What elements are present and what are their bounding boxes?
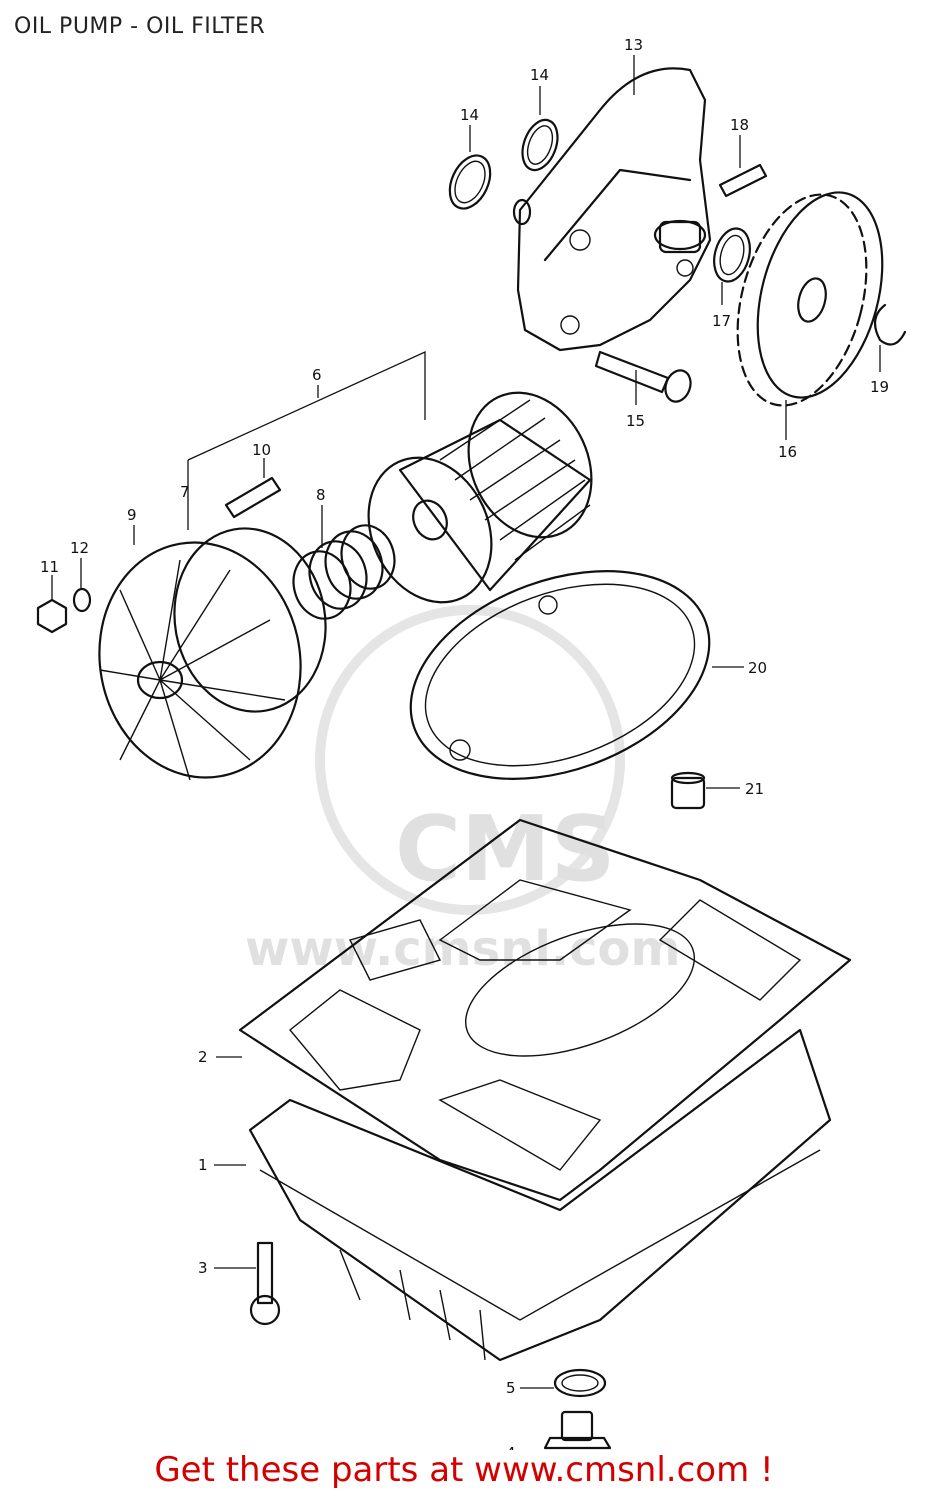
- exploded-parts-diagram: CMS www.cmsnl.com: [36, 36, 907, 1450]
- plug-21: [670, 771, 706, 810]
- watermark-logo: CMS: [395, 797, 615, 902]
- washer-12: [72, 587, 92, 613]
- bolt-15: [594, 350, 692, 403]
- callout-19: 19: [870, 378, 889, 396]
- callout-18: 18: [730, 116, 749, 134]
- spring-8: [292, 524, 396, 620]
- callout-2: 2: [198, 1048, 208, 1066]
- get-parts-link[interactable]: Get these parts at www.cmsnl.com !: [154, 1450, 774, 1490]
- callout-7: 7: [180, 483, 190, 501]
- drain-plug-4: [543, 1410, 612, 1450]
- callout-8: 8: [316, 486, 326, 504]
- oil-pump-body: [512, 67, 712, 352]
- callout-5: 5: [506, 1379, 516, 1397]
- callout-4: 4: [506, 1444, 516, 1450]
- oil-pan-1: [248, 1028, 832, 1362]
- o-ring-7: [173, 527, 327, 713]
- callout-10: 10: [252, 441, 271, 459]
- watermark: CMS www.cmsnl.com: [245, 605, 681, 977]
- callout-20: 20: [748, 659, 767, 677]
- o-ring-14a: [521, 118, 559, 172]
- oil-filter-element-6: [367, 391, 593, 604]
- bolt-3: [249, 1241, 281, 1326]
- callout-14b: 14: [460, 106, 479, 124]
- callout-15: 15: [626, 412, 645, 430]
- callout-labels: 1 2 3 4 5 6 7 8 9 10 11 12 13 14 14 15 1…: [40, 36, 889, 1450]
- circlip-19: [873, 303, 907, 346]
- pin-10: [224, 476, 282, 519]
- callout-1: 1: [198, 1156, 208, 1174]
- callout-9: 9: [127, 506, 137, 524]
- washer-17: [713, 227, 751, 283]
- watermark-url: www.cmsnl.com: [245, 921, 681, 977]
- callout-14a: 14: [530, 66, 549, 84]
- nut-11: [36, 598, 68, 634]
- washer-5: [553, 1368, 607, 1398]
- callout-11: 11: [40, 558, 59, 576]
- callout-13: 13: [624, 36, 643, 54]
- callout-3: 3: [198, 1259, 208, 1277]
- oil-pump-gear-16: [736, 191, 884, 407]
- gasket-20: [409, 570, 711, 780]
- callout-12: 12: [70, 539, 89, 557]
- dowel-pin-18: [718, 163, 768, 198]
- oil-pan-gasket-2: [238, 818, 852, 1202]
- callout-6: 6: [312, 366, 322, 384]
- leader-lines: [51, 55, 881, 1389]
- callout-17: 17: [712, 312, 731, 330]
- diagram-title: OIL PUMP - OIL FILTER: [14, 14, 266, 39]
- callout-16: 16: [778, 443, 797, 461]
- callout-21: 21: [745, 780, 764, 798]
- o-ring-14b: [448, 154, 492, 210]
- filter-cover-9: [98, 541, 302, 781]
